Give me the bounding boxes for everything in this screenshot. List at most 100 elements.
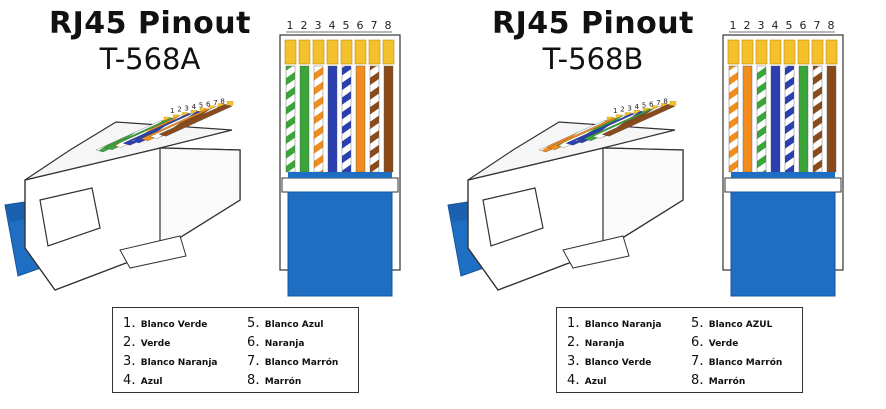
pin-number-label: 1 <box>730 19 737 32</box>
legend-label: Blanco Naranja <box>584 320 662 330</box>
wire-marrón <box>383 65 394 173</box>
pin-number-label: 6 <box>357 19 364 32</box>
wire-3d <box>158 104 233 137</box>
subtitle: T-568B <box>542 42 644 76</box>
plug-pin-number: 5 <box>199 102 203 110</box>
wire-blanco-naranja <box>313 65 324 173</box>
legend-item-2: 2.Verde <box>123 333 171 350</box>
latch-tab <box>562 235 630 269</box>
plug-pin-number: 6 <box>206 100 211 108</box>
gold-contact-pin <box>382 39 395 65</box>
pin-legend: 1.Blanco Verde 2.Verde 3.Blanco Naranja … <box>112 307 359 393</box>
legend-item-6: 6.Naranja <box>247 333 305 350</box>
strain-relief-clip <box>281 177 399 193</box>
gold-contact-pin <box>368 39 381 65</box>
title: RJ45 Pinout <box>49 6 251 41</box>
plug-pin-number: 3 <box>627 104 631 112</box>
pin-number-label: 8 <box>385 19 392 32</box>
legend-number: 3 <box>567 354 576 369</box>
legend-label: Blanco Marrón <box>708 358 783 368</box>
legend-label: Azul <box>584 377 607 387</box>
cable-jacket-front <box>730 191 836 297</box>
legend-item-8: 8.Marrón <box>247 371 302 388</box>
legend-item-1: 1.Blanco Naranja <box>567 314 662 331</box>
latch-tab <box>119 235 187 269</box>
legend-number: 7 <box>691 354 700 369</box>
wire-blanco-verde <box>285 65 296 173</box>
legend-label: Verde <box>140 339 171 349</box>
legend-number: 4 <box>123 373 132 388</box>
legend-label: Blanco Marrón <box>264 358 339 368</box>
gold-contact-3d <box>226 101 234 106</box>
plug-pin-number: 1 <box>170 107 174 115</box>
legend-label: Marrón <box>708 377 746 387</box>
legend-label: Marrón <box>264 377 302 387</box>
wire-blanco-naranja <box>728 65 739 173</box>
plug-side-face <box>602 147 684 252</box>
pin-number-label: 6 <box>800 19 807 32</box>
plug-pin-number: 2 <box>177 106 181 114</box>
wire-blanco-azul <box>341 65 352 173</box>
plug-pin-number: 1 <box>613 107 617 115</box>
pin-number-label: 2 <box>744 19 751 32</box>
gold-contact-3d <box>669 101 677 106</box>
legend-label: Blanco Verde <box>584 358 652 368</box>
pin-number-label: 5 <box>786 19 793 32</box>
title: RJ45 Pinout <box>492 6 694 41</box>
gold-contact-pin <box>755 39 768 65</box>
plug-pin-number: 8 <box>220 98 224 106</box>
legend-item-4: 4.Azul <box>123 371 163 388</box>
plug-pin-number: 4 <box>635 103 640 111</box>
plug-front-opening <box>39 187 101 247</box>
subtitle: T-568A <box>99 42 201 76</box>
gold-contact-pin <box>312 39 325 65</box>
pin-number-label: 2 <box>301 19 308 32</box>
gold-contact-pin <box>354 39 367 65</box>
wire-marrón <box>826 65 837 173</box>
wire-naranja <box>742 65 753 173</box>
cable-jacket-top <box>288 172 392 178</box>
plug-front-opening <box>482 187 544 247</box>
legend-number: 1 <box>123 316 132 331</box>
gold-contact-pin <box>340 39 353 65</box>
pin-number-label: 1 <box>287 19 294 32</box>
legend-label: Azul <box>140 377 163 387</box>
plug-side-face <box>159 147 241 252</box>
gold-contact-pin <box>741 39 754 65</box>
legend-number: 1 <box>567 316 576 331</box>
cable-jacket-top <box>731 172 835 178</box>
gold-contact-pin <box>797 39 810 65</box>
legend-item-5: 5.Blanco AZUL <box>691 314 773 331</box>
plug-pin-number: 2 <box>620 106 624 114</box>
legend-number: 8 <box>691 373 700 388</box>
legend-item-3: 3.Blanco Naranja <box>123 352 218 369</box>
legend-label: Blanco AZUL <box>708 320 773 330</box>
legend-label: Naranja <box>264 339 305 349</box>
plug-pin-number: 7 <box>656 99 660 107</box>
legend-number: 3 <box>123 354 132 369</box>
gold-contact-pin <box>284 39 297 65</box>
wire-verde <box>798 65 809 173</box>
legend-number: 2 <box>567 335 576 350</box>
pin-number-label: 7 <box>371 19 378 32</box>
wire-verde <box>299 65 310 173</box>
plug-pin-number: 5 <box>642 102 646 110</box>
legend-label: Blanco Verde <box>140 320 208 330</box>
legend-item-7: 7.Blanco Marrón <box>691 352 783 369</box>
plug-pin-number: 7 <box>213 99 217 107</box>
wire-blanco-azul <box>784 65 795 173</box>
legend-number: 2 <box>123 335 132 350</box>
legend-item-8: 8.Marrón <box>691 371 746 388</box>
legend-item-3: 3.Blanco Verde <box>567 352 652 369</box>
pin-number-label: 3 <box>315 19 322 32</box>
legend-label: Naranja <box>584 339 625 349</box>
pin-number-label: 3 <box>758 19 765 32</box>
pin-number-label: 5 <box>343 19 350 32</box>
plug-pin-number: 4 <box>192 103 197 111</box>
wire-azul <box>770 65 781 173</box>
legend-number: 6 <box>691 335 700 350</box>
cable-jacket-front <box>287 191 393 297</box>
legend-number: 6 <box>247 335 256 350</box>
